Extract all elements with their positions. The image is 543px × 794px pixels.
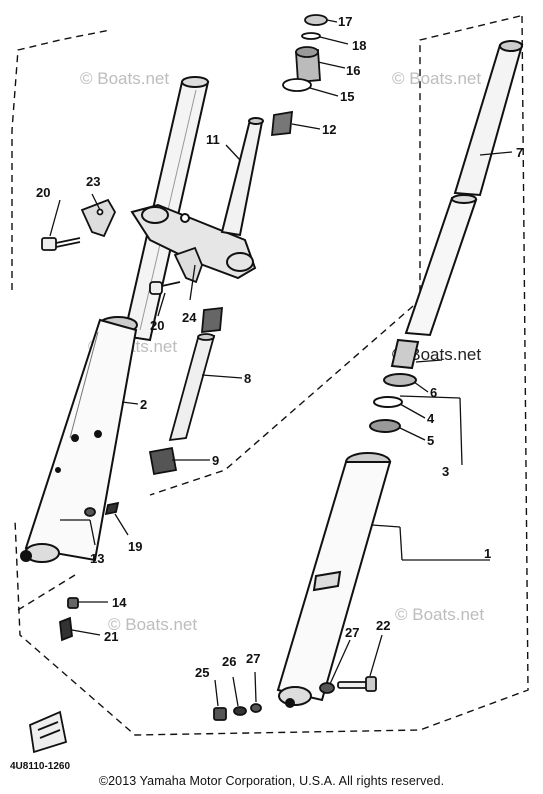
callout-7: 7 (516, 145, 523, 160)
callout-5: 5 (427, 433, 434, 448)
watermark-1: © Boats.net (80, 69, 169, 88)
diagram-part-code: 4U8110-1260 (10, 761, 70, 772)
callout-12: 12 (322, 122, 336, 137)
callout-9: 9 (212, 453, 219, 468)
watermark-2: © Boats.net (392, 69, 481, 88)
watermark-4: © Boats.net (108, 615, 197, 634)
watermark-5: © Boats.net (395, 605, 484, 624)
callout-27a: 27 (246, 651, 260, 666)
callout-13: 13 (90, 551, 104, 566)
callout-23: 23 (86, 174, 100, 189)
callout-6: 6 (430, 385, 437, 400)
callout-18: 18 (352, 38, 366, 53)
bracket-24 (173, 246, 203, 284)
right-fork-exploded (276, 40, 524, 708)
callout-4: 4 (427, 411, 435, 426)
center-internal-parts (148, 306, 223, 476)
callout-3: 3 (442, 464, 449, 479)
bottom-hardware (213, 676, 377, 721)
callout-19: 19 (128, 539, 142, 554)
leader-lines (49, 19, 513, 707)
callout-labels: 17 18 16 15 12 11 7 23 20 20 24 8 2 9 6 … (36, 14, 523, 680)
callout-17: 17 (338, 14, 352, 29)
callout-1: 1 (484, 546, 491, 561)
callout-25: 25 (195, 665, 209, 680)
left-fork-assembly (20, 76, 210, 563)
callout-14: 14 (112, 595, 127, 610)
callout-26: 26 (222, 654, 236, 669)
copyright-notice: ©2013 Yamaha Motor Corporation, U.S.A. A… (98, 774, 445, 788)
stack-parts-top (270, 14, 328, 137)
callout-27b: 27 (345, 625, 359, 640)
bracket-23 (80, 198, 117, 238)
under-bracket (130, 203, 257, 280)
lower-left-hardware (29, 501, 120, 754)
callout-24: 24 (182, 310, 197, 325)
callout-8: 8 (244, 371, 251, 386)
bolt-20-left (41, 237, 81, 251)
callout-11: 11 (206, 132, 220, 147)
callout-16: 16 (346, 63, 360, 78)
bolt-20-center (149, 281, 181, 295)
callout-21: 21 (104, 629, 118, 644)
callout-2: 2 (140, 397, 147, 412)
steering-shaft (220, 117, 264, 237)
callout-22: 22 (376, 618, 390, 633)
callout-20b: 20 (150, 318, 164, 333)
callout-20a: 20 (36, 185, 50, 200)
callout-15: 15 (340, 89, 354, 104)
